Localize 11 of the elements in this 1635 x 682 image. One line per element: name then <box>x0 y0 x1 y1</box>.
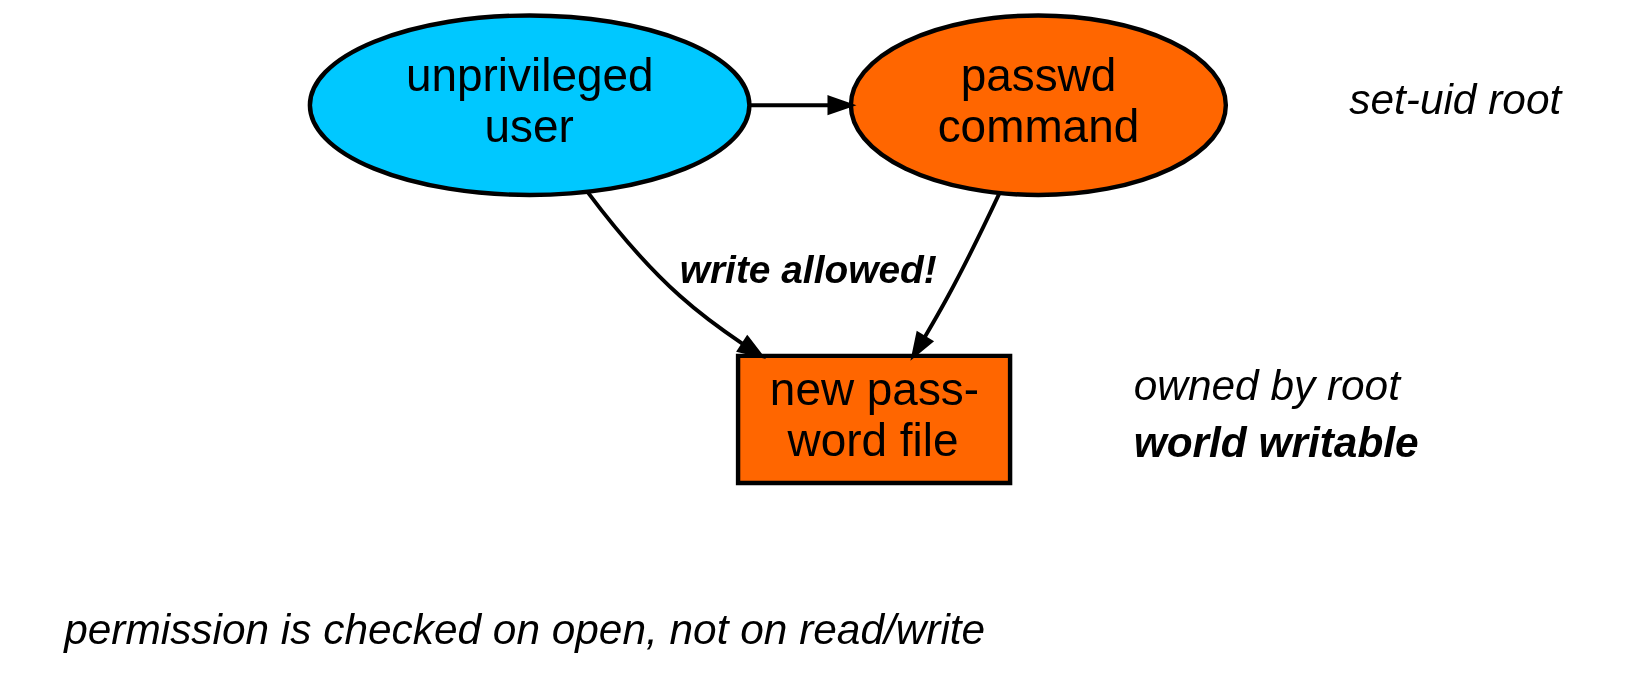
arrow <box>749 95 856 116</box>
edge-label: write allowed! <box>679 247 937 291</box>
node-box: new pass- word file <box>735 353 1012 486</box>
node-label: owned by root <box>1133 362 1400 410</box>
node-label: world writable <box>1133 418 1419 466</box>
node-ellipse: unprivileged user <box>307 13 752 198</box>
node-ellipse: passwd command <box>848 13 1228 198</box>
arrow <box>585 190 766 359</box>
label: permission is checked on open, not on read/write <box>63 606 985 654</box>
arrow <box>909 192 1001 361</box>
node-label: set-uid root <box>1348 76 1561 124</box>
